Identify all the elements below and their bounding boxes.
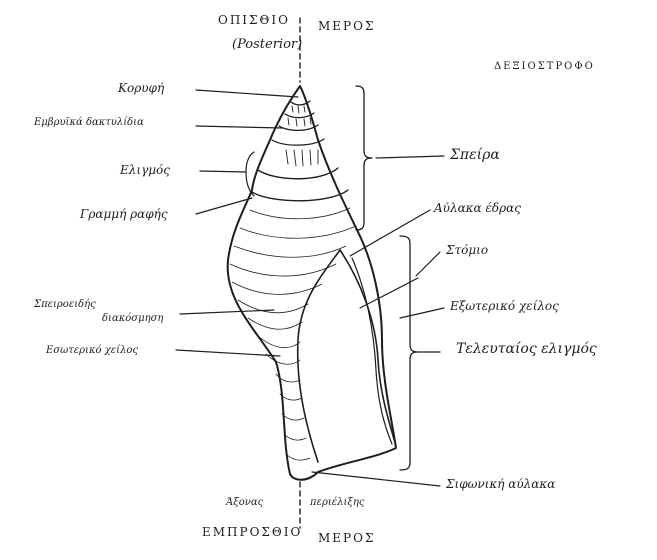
label-aperture: Στόμιο: [446, 244, 488, 256]
label-suture: Γραμμή ραφής: [80, 208, 168, 220]
label-body-whorl: Τελευταίος ελιγμός: [456, 342, 597, 356]
shell-outline: [228, 86, 396, 480]
label-anterior: ΕΜΠΡΟΣΘΙΟ: [202, 526, 302, 538]
aperture-outline: [298, 250, 396, 462]
bracket-body-whorl: [400, 236, 418, 470]
label-embryonic: Εμβρυϊκά δακτυλίδια: [34, 118, 144, 128]
bracket-spire: [356, 86, 372, 230]
label-dextral: ΔΕΞΙΟΣΤΡΟΦΟ: [494, 62, 595, 72]
suture-5: [258, 168, 338, 179]
label-spiral-ornament-2: διακόσμηση: [102, 314, 163, 324]
label-siphonal-groove: Αύλακα έδρας: [434, 202, 521, 214]
label-spire: Σπείρα: [450, 148, 500, 162]
outer-lip-line: [352, 258, 392, 444]
label-axis-right: περιέλιξης: [310, 498, 364, 508]
spiral-ornament-lines: [230, 208, 356, 460]
label-siphonal-canal: Σιφωνική αύλακα: [446, 478, 555, 490]
suture-6: [252, 190, 348, 201]
label-whorl: Ελιγμός: [120, 164, 170, 176]
label-apex: Κορυφή: [118, 82, 164, 94]
label-outer-lip: Εξωτερικό χείλος: [450, 300, 559, 312]
label-meros-bottom: ΜΕΡΟΣ: [318, 532, 375, 544]
label-spiral-ornament-1: Σπειροειδής: [34, 300, 96, 310]
spire-hatching: [286, 106, 318, 166]
leader-lines: [176, 90, 444, 486]
suture-4: [272, 139, 324, 145]
label-meros-top: ΜΕΡΟΣ: [318, 20, 375, 32]
label-posterior-latin: (Posterior): [232, 38, 302, 51]
label-axis-left: Άξονας: [226, 498, 263, 508]
suture-3: [279, 125, 318, 130]
label-posterior: ΟΠΙΣΘΙΟ: [218, 14, 290, 26]
label-inner-lip: Εσωτερικό χείλος: [46, 346, 138, 356]
